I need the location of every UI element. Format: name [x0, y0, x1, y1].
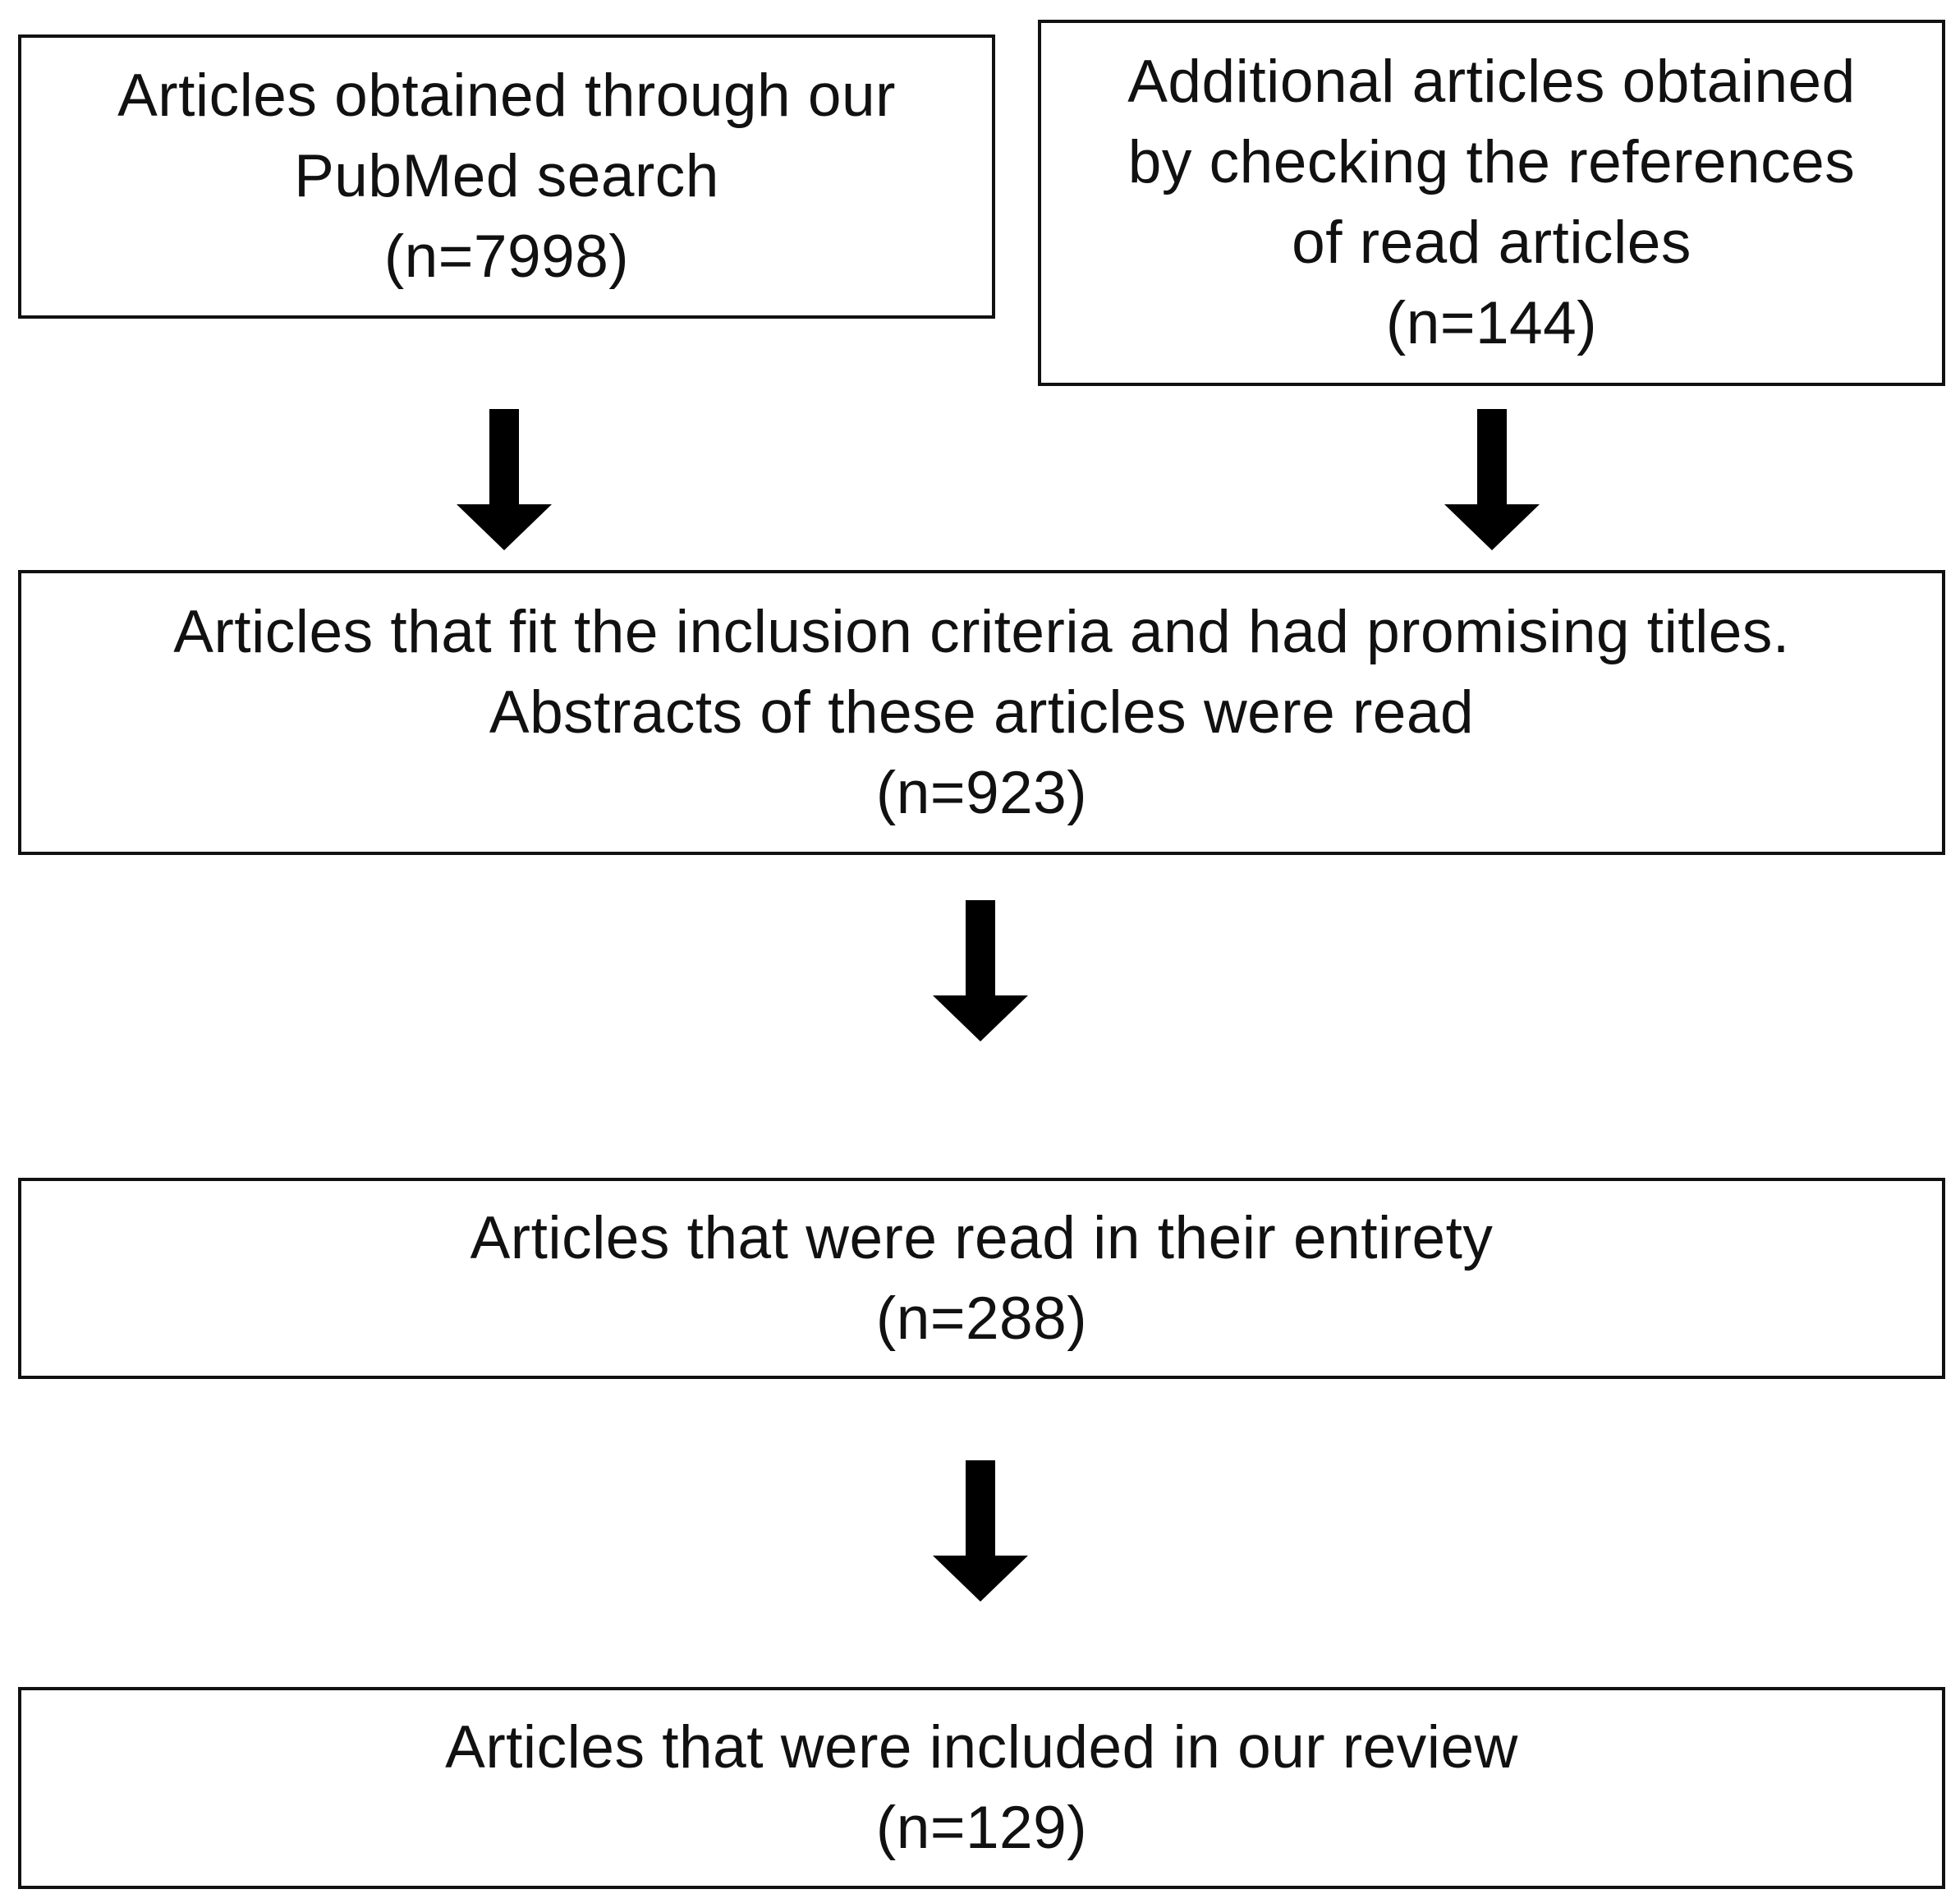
box-count: (n=144) — [1385, 290, 1598, 356]
box-count: (n=288) — [875, 1285, 1088, 1352]
box-line: of read articles — [1292, 209, 1691, 276]
box-line: Articles obtained through our — [117, 62, 896, 129]
down-arrow-icon — [933, 900, 1028, 1041]
box-line: Articles that were read in their entiret… — [470, 1204, 1494, 1271]
box-count: (n=7998) — [383, 223, 630, 290]
pubmed-search-text: Articles obtained through our PubMed sea… — [117, 56, 896, 297]
additional-articles-text: Additional articles obtained by checking… — [1127, 42, 1856, 364]
abstracts-read-box: Articles that fit the inclusion criteria… — [18, 570, 1945, 855]
down-arrow-icon — [1444, 409, 1540, 550]
full-text-read-box: Articles that were read in their entiret… — [18, 1178, 1945, 1379]
included-in-review-box: Articles that were included in our revie… — [18, 1687, 1945, 1889]
down-arrow-icon — [457, 409, 552, 550]
box-count: (n=129) — [875, 1795, 1088, 1861]
pubmed-search-box: Articles obtained through our PubMed sea… — [18, 34, 995, 319]
box-line: by checking the references — [1127, 129, 1856, 195]
box-line: Additional articles obtained — [1127, 48, 1856, 115]
additional-articles-box: Additional articles obtained by checking… — [1038, 20, 1945, 386]
abstracts-read-text: Articles that fit the inclusion criteria… — [173, 592, 1789, 834]
box-line: Articles that fit the inclusion criteria… — [173, 598, 1790, 665]
box-line: PubMed search — [294, 143, 719, 209]
box-count: (n=923) — [875, 759, 1088, 826]
box-line: Abstracts of these articles were read — [489, 678, 1475, 746]
full-text-read-text: Articles that were read in their entiret… — [470, 1198, 1494, 1359]
down-arrow-icon — [933, 1460, 1028, 1602]
box-line: Articles that were included in our revie… — [445, 1714, 1518, 1781]
included-in-review-text: Articles that were included in our revie… — [445, 1708, 1518, 1869]
